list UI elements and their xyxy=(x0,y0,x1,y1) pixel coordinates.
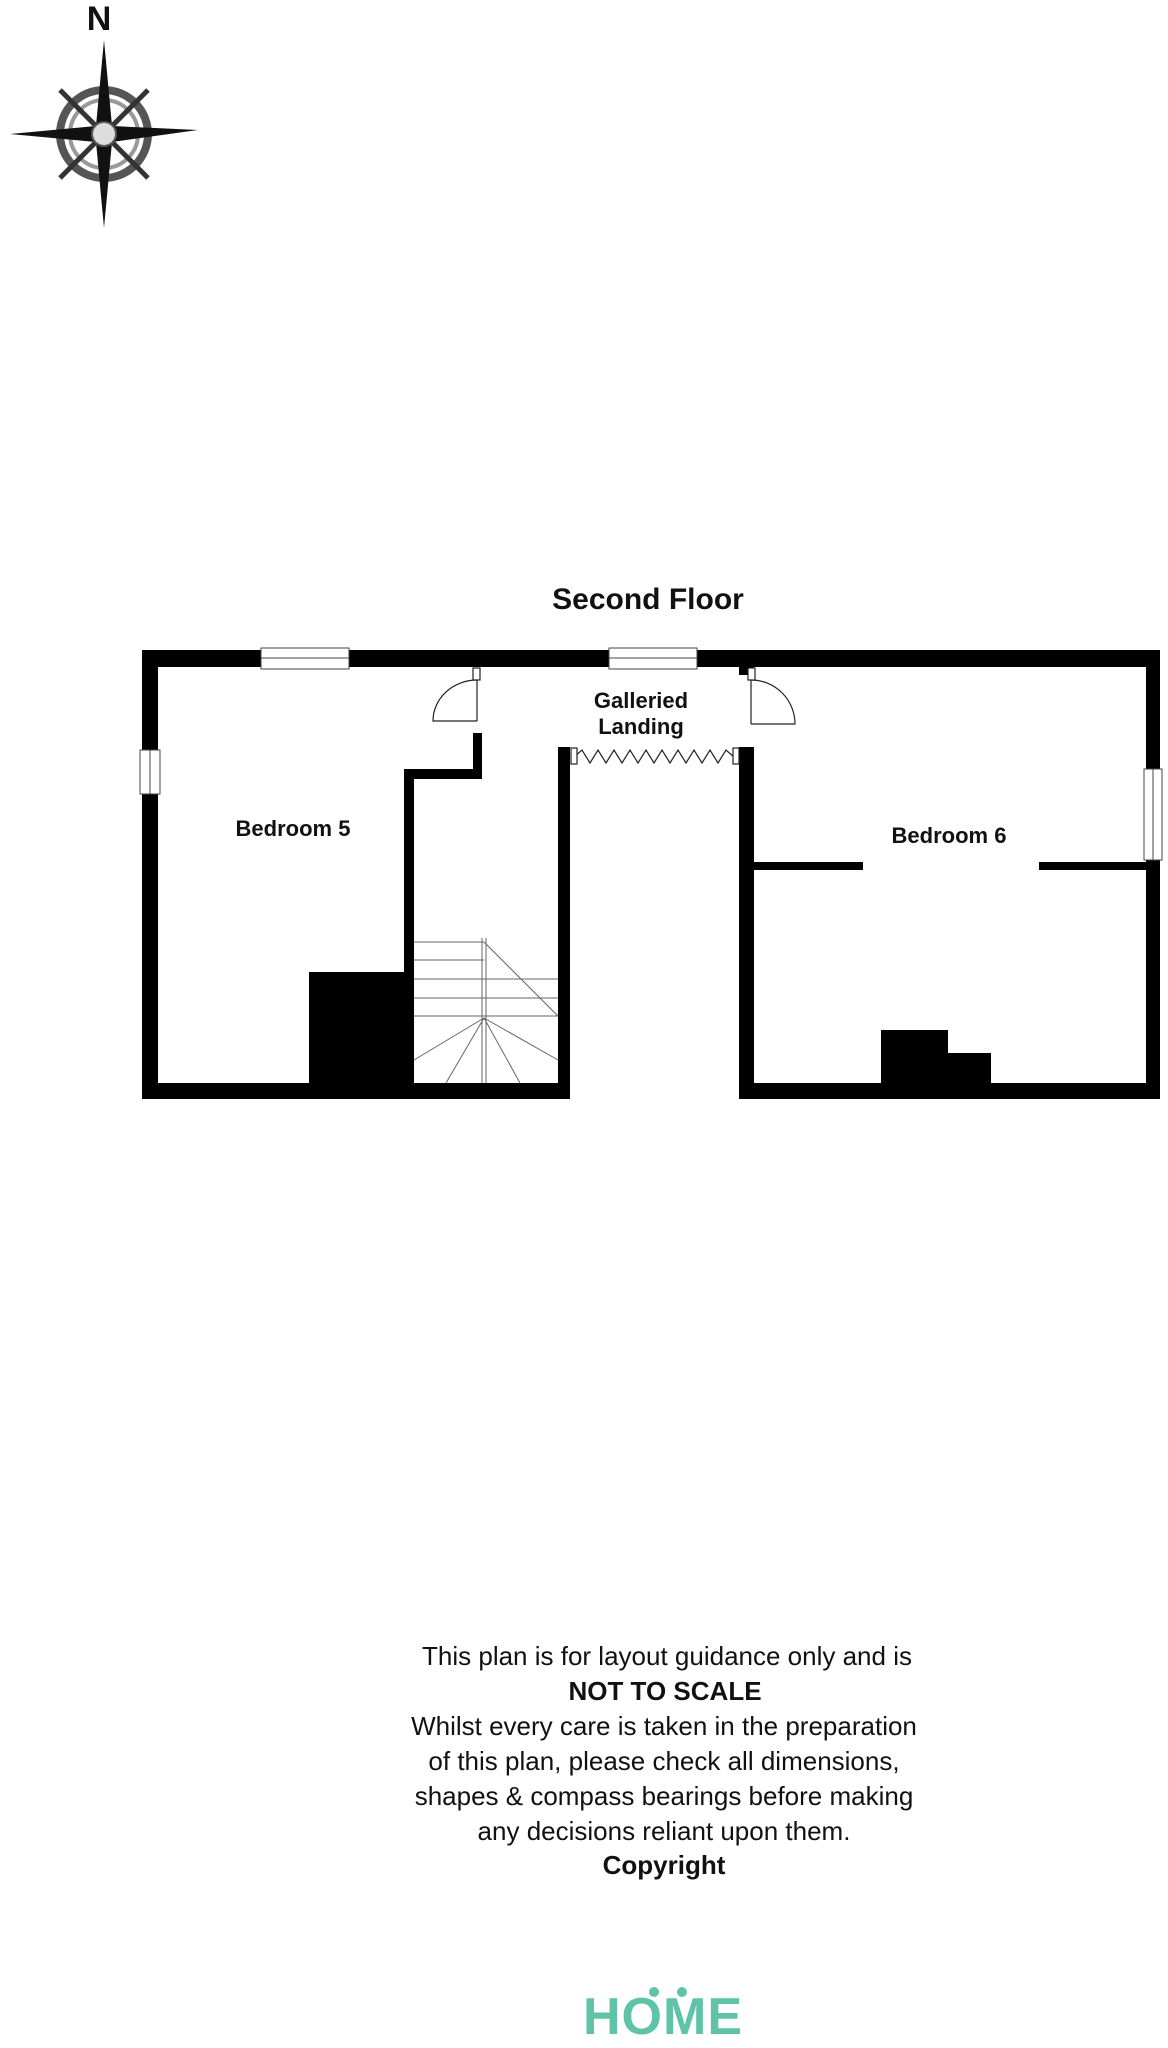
disclaimer-line: any decisions reliant upon them. xyxy=(478,1816,851,1846)
disclaimer: This plan is for layout guidance only an… xyxy=(411,1641,917,1880)
doors xyxy=(432,667,796,765)
disclaimer-line: NOT TO SCALE xyxy=(568,1676,761,1706)
room-label-landing-line1: Galleried xyxy=(594,688,688,713)
disclaimer-line: Copyright xyxy=(603,1850,726,1880)
compass-rose-icon: N xyxy=(10,0,198,228)
logo-text: HOME xyxy=(583,1988,743,2046)
home-logo: HOME xyxy=(583,1987,743,2046)
disclaimer-line: This plan is for layout guidance only an… xyxy=(422,1641,912,1671)
disclaimer-line: of this plan, please check all dimension… xyxy=(428,1746,899,1776)
disclaimer-line: shapes & compass bearings before making xyxy=(415,1781,914,1811)
north-label: N xyxy=(87,0,112,38)
staircase xyxy=(413,938,559,1084)
floor-title: Second Floor xyxy=(552,583,744,616)
room-label-landing-line2: Landing xyxy=(598,714,684,739)
room-label-bedroom-6: Bedroom 6 xyxy=(892,823,1007,848)
windows xyxy=(139,647,1163,861)
room-label-bedroom-5: Bedroom 5 xyxy=(236,816,351,841)
disclaimer-line: Whilst every care is taken in the prepar… xyxy=(411,1711,917,1741)
